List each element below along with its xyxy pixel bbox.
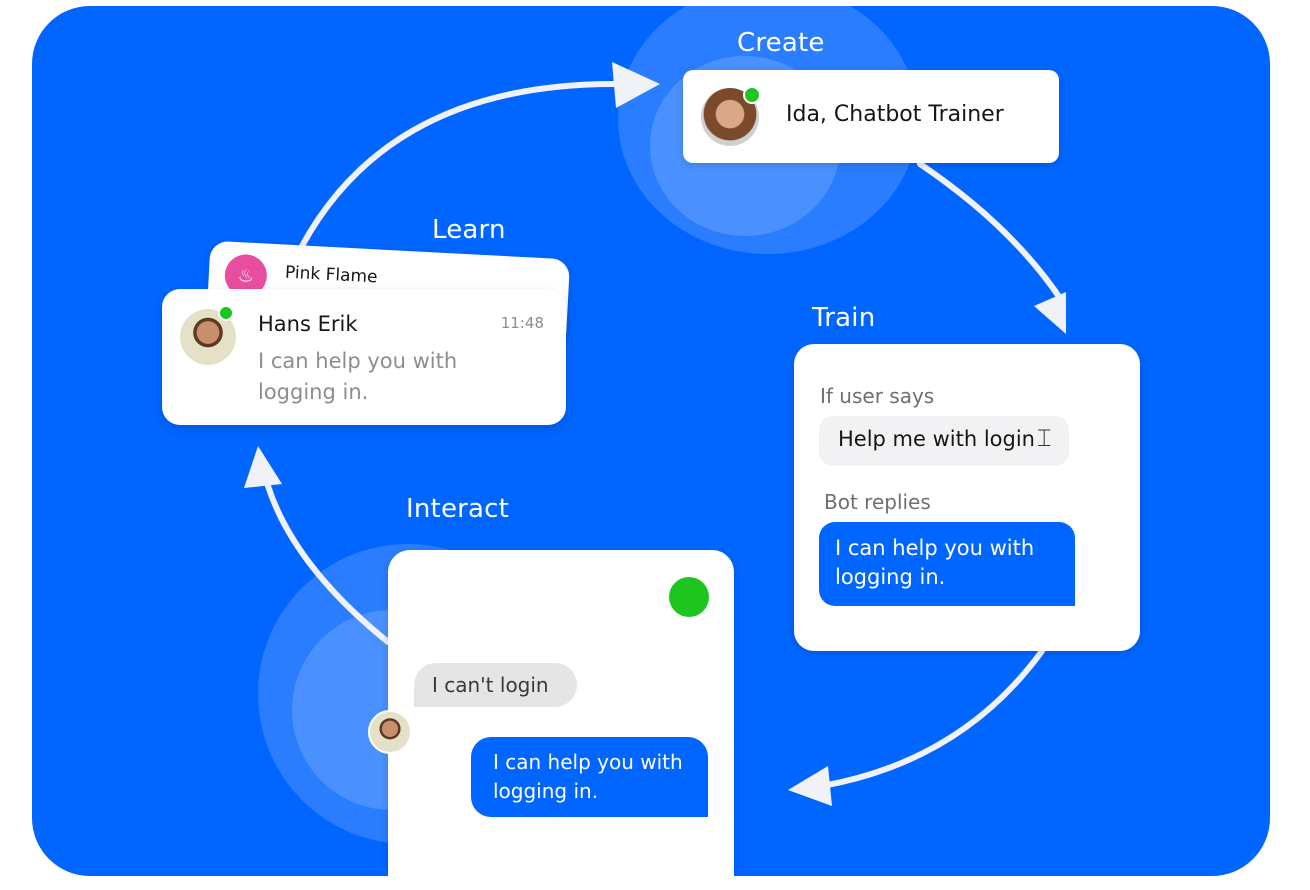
hans-erik-name: Hans Erik: [258, 312, 358, 336]
bot-reply-field[interactable]: I can help you with logging in.: [819, 522, 1075, 606]
arrowhead-train: [1034, 292, 1066, 334]
hans-erik-card[interactable]: Hans Erik 11:48 I can help you with logg…: [162, 289, 566, 425]
arrowhead-create: [612, 62, 660, 108]
user-message-bubble: I can't login: [414, 663, 577, 707]
arrow-learn-to-create: [299, 80, 625, 249]
hero-panel: Create Learn Train Interact Ida, Chatbot…: [32, 6, 1270, 876]
stage-label-train: Train: [812, 303, 876, 333]
pink-flame-name: Pink Flame: [284, 262, 378, 288]
arrowhead-learn: [244, 446, 282, 488]
create-card-name: Ida, Chatbot Trainer: [786, 102, 1004, 127]
stage-label-interact: Interact: [406, 494, 510, 524]
user-utterance-text: Help me with login: [838, 427, 1035, 451]
bot-message-bubble: I can help you with logging in.: [471, 737, 708, 817]
hans-erik-message: I can help you with logging in.: [258, 349, 458, 404]
stage-label-create: Create: [737, 28, 825, 58]
online-status-icon: [218, 305, 234, 321]
train-card: If user says Help me with login ⌶ Bot re…: [794, 344, 1140, 651]
arrowhead-interact: [788, 766, 832, 806]
cycle-arrows: [244, 62, 1066, 806]
arrow-interact-to-learn: [265, 483, 391, 645]
if-user-says-label: If user says: [820, 384, 935, 408]
arrow-create-to-train: [917, 161, 1065, 304]
text-cursor-icon: ⌶: [1037, 424, 1052, 452]
interact-chat-window: I can't login I can help you with loggin…: [388, 550, 734, 876]
online-status-icon: [669, 577, 709, 617]
user-utterance-input[interactable]: Help me with login ⌶: [819, 416, 1069, 466]
arrow-train-to-interact: [819, 648, 1045, 789]
bot-avatar: [368, 710, 412, 754]
online-status-icon: [743, 86, 761, 104]
create-card[interactable]: Ida, Chatbot Trainer: [683, 70, 1059, 163]
stage-label-learn: Learn: [432, 215, 506, 245]
message-time: 11:48: [500, 314, 544, 332]
bot-replies-label: Bot replies: [824, 490, 931, 514]
